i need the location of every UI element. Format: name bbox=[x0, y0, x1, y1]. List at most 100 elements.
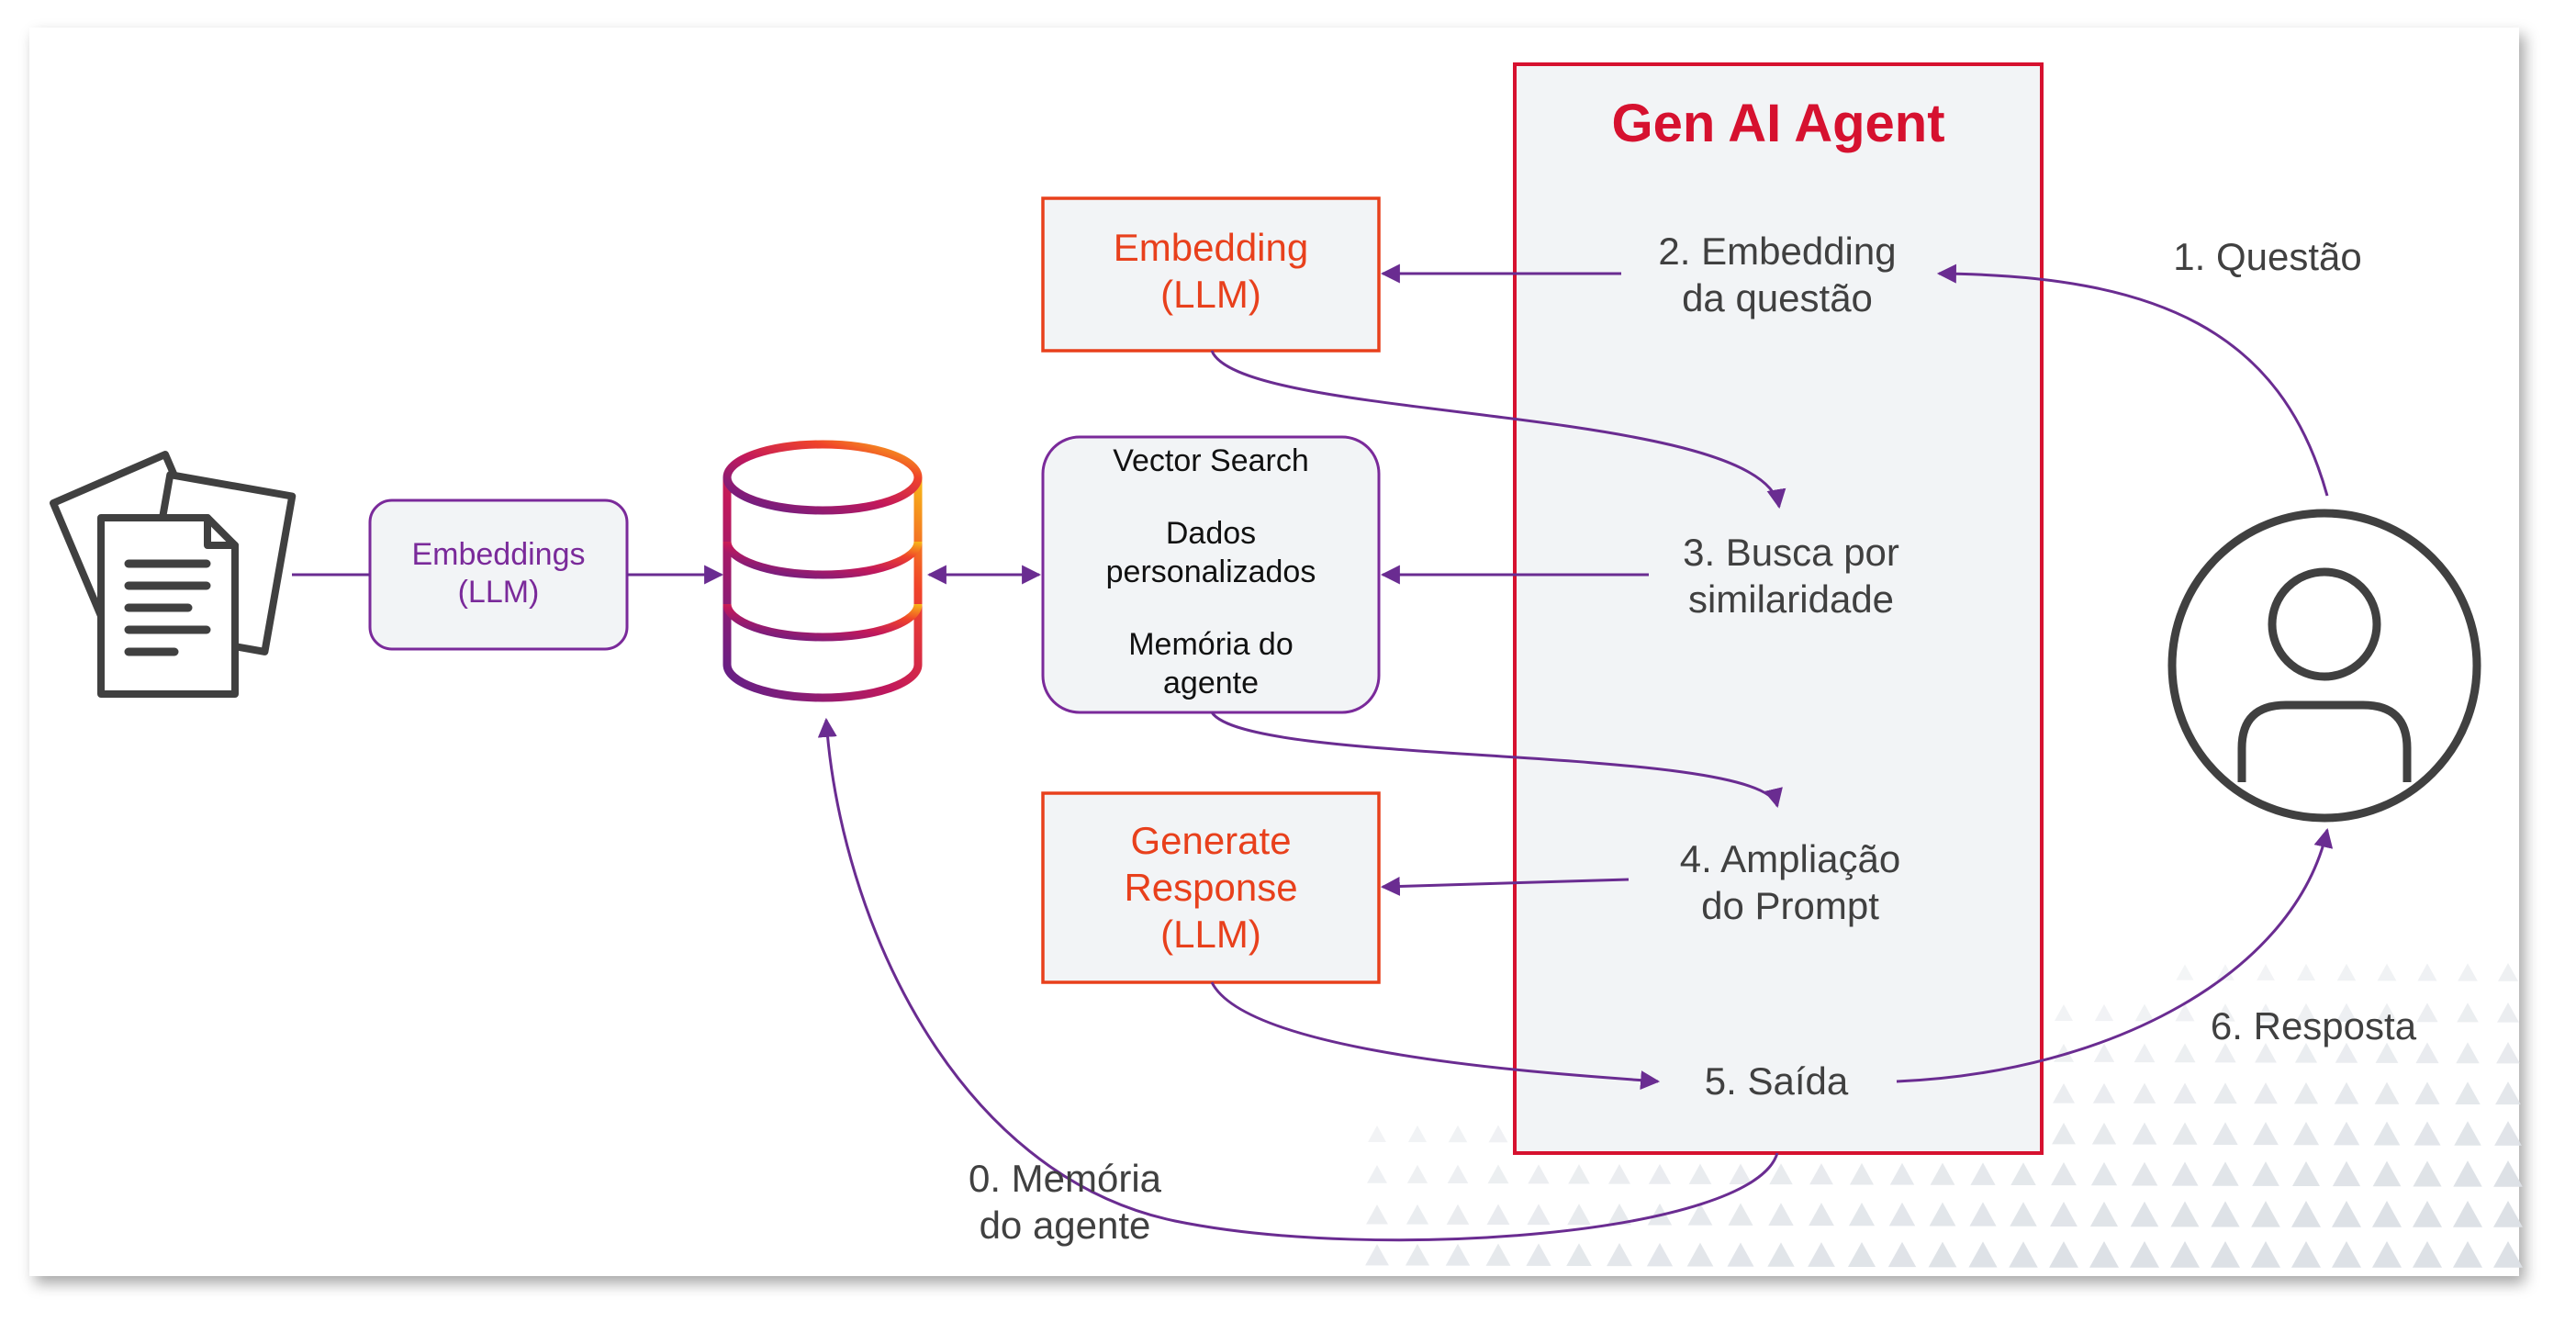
pattern-triangle bbox=[2174, 1043, 2196, 1063]
pattern-triangle bbox=[2010, 1202, 2037, 1227]
step-4-line1: 4. Ampliação bbox=[1679, 837, 1901, 880]
pattern-triangle bbox=[1687, 1203, 1713, 1226]
pattern-triangle bbox=[2498, 963, 2518, 981]
pattern-triangle bbox=[2291, 1241, 2321, 1268]
pattern-triangle bbox=[1808, 1242, 1835, 1267]
pattern-triangle bbox=[2173, 1082, 2197, 1104]
pattern-triangle bbox=[1527, 1204, 1551, 1226]
pattern-triangle bbox=[2134, 1003, 2155, 1022]
pattern-triangle bbox=[1486, 1204, 1510, 1225]
step-1-label: 1. Questão bbox=[2173, 235, 2362, 278]
pattern-triangle bbox=[2291, 1201, 2321, 1227]
step-2-line2: da questão bbox=[1682, 276, 1873, 320]
pattern-triangle bbox=[2054, 1003, 2074, 1022]
embeddings-line1: Embeddings bbox=[411, 537, 586, 572]
vector-line3a: Memória do bbox=[1128, 627, 1294, 663]
pattern-triangle bbox=[1528, 1164, 1550, 1184]
pattern-triangle bbox=[1367, 1165, 1387, 1183]
pattern-triangle bbox=[2211, 1241, 2240, 1268]
generate-response-box bbox=[1041, 791, 1381, 984]
pattern-triangle bbox=[2131, 1161, 2158, 1186]
embedding-line1: Embedding bbox=[1113, 226, 1309, 269]
pattern-triangle bbox=[2415, 1042, 2439, 1064]
pattern-triangle bbox=[2171, 1161, 2199, 1186]
pattern-triangle bbox=[1646, 1242, 1674, 1267]
pattern-triangle bbox=[2089, 1201, 2119, 1227]
pattern-triangle bbox=[2293, 1081, 2319, 1104]
arrow-memory bbox=[817, 717, 1779, 1242]
step-3-line1: 3. Busca por bbox=[1683, 531, 1899, 574]
arrows bbox=[292, 263, 2334, 1242]
pattern-triangle bbox=[2050, 1202, 2078, 1227]
pattern-triangle bbox=[2332, 1160, 2361, 1187]
pattern-triangle bbox=[2414, 1121, 2441, 1146]
vector-line3b: agente bbox=[1163, 665, 1259, 700]
pattern-triangle bbox=[2416, 1003, 2438, 1023]
pattern-triangle bbox=[1929, 1202, 1956, 1227]
pattern-triangle bbox=[2295, 1003, 2317, 1022]
pattern-triangle bbox=[1889, 1162, 1915, 1185]
pattern-triangle bbox=[2176, 964, 2194, 980]
documents-icon bbox=[50, 451, 297, 698]
pattern-triangle bbox=[1968, 1241, 1998, 1268]
pattern-triangle bbox=[1970, 1162, 1996, 1185]
pattern-triangle bbox=[2090, 1161, 2118, 1186]
pattern-triangle bbox=[2214, 1043, 2236, 1063]
pattern-triangle bbox=[2213, 1082, 2237, 1104]
pattern-triangle bbox=[1405, 1243, 1430, 1266]
pattern-triangle bbox=[2134, 1043, 2156, 1063]
pattern-triangle bbox=[2292, 1121, 2320, 1146]
pattern-triangle bbox=[2375, 1042, 2399, 1063]
pattern-triangle bbox=[1607, 1243, 1632, 1267]
generate-response-box-label: Generate Response (LLM) bbox=[1043, 817, 1379, 958]
arrow-embedding-to-step3 bbox=[1210, 350, 1786, 510]
pattern-triangle bbox=[2291, 1160, 2321, 1187]
agent-title: Gen AI Agent bbox=[1611, 94, 1945, 153]
step-4-line2: do Prompt bbox=[1701, 884, 1879, 928]
vector-search-label: Vector Search Dados personalizados Memór… bbox=[1043, 442, 1379, 702]
embedding-line2: (LLM) bbox=[1160, 273, 1261, 317]
pattern-triangle bbox=[2496, 1042, 2520, 1064]
embeddings-box-label: Embeddings (LLM) bbox=[370, 536, 627, 612]
pattern-triangle bbox=[2212, 1161, 2239, 1186]
pattern-triangle bbox=[2374, 1081, 2400, 1104]
pattern-triangle bbox=[2493, 1241, 2523, 1268]
pattern-triangle bbox=[2332, 1201, 2361, 1227]
pattern-triangle bbox=[2212, 1122, 2238, 1145]
pattern-triangle bbox=[1488, 1125, 1508, 1143]
pattern-triangle bbox=[2130, 1201, 2159, 1227]
pattern-triangle bbox=[2255, 1043, 2277, 1063]
embeddings-line2: (LLM) bbox=[457, 575, 540, 610]
generate-line2: Response bbox=[1124, 866, 1298, 910]
agent-panel bbox=[1513, 62, 2044, 1155]
pattern-triangle bbox=[1526, 1243, 1551, 1266]
vector-search-title: Vector Search bbox=[1113, 443, 1309, 478]
pattern-triangle bbox=[1607, 1163, 1631, 1184]
pattern-triangle bbox=[1368, 1126, 1386, 1142]
pattern-triangle bbox=[1447, 1164, 1469, 1184]
pattern-triangle bbox=[2458, 963, 2478, 981]
pattern-triangle bbox=[1729, 1163, 1753, 1185]
pattern-triangle bbox=[1767, 1242, 1795, 1267]
pattern-triangle bbox=[2494, 1121, 2522, 1146]
pattern-triangle bbox=[1728, 1203, 1753, 1226]
pattern-triangle bbox=[2251, 1241, 2280, 1268]
pattern-triangle bbox=[1727, 1242, 1754, 1267]
pattern-triangle bbox=[2493, 1160, 2523, 1187]
pattern-triangle bbox=[1930, 1162, 1955, 1185]
pattern-triangle bbox=[2296, 963, 2316, 981]
pattern-triangle bbox=[1809, 1163, 1833, 1185]
pattern-triangle bbox=[2454, 1121, 2481, 1146]
pattern-triangle bbox=[2334, 1081, 2359, 1104]
pattern-triangle bbox=[2049, 1241, 2078, 1268]
pattern-triangle bbox=[1888, 1202, 1916, 1227]
pattern-triangle bbox=[2053, 1083, 2075, 1103]
pattern-triangle bbox=[2373, 1121, 2401, 1146]
pattern-triangle bbox=[2009, 1241, 2038, 1268]
pattern-triangle bbox=[1847, 1241, 1876, 1268]
pattern-triangle bbox=[1365, 1244, 1389, 1266]
step-3-line2: similaridade bbox=[1687, 577, 1895, 622]
arrow-generate-to-output bbox=[1210, 981, 1661, 1091]
pattern-triangle bbox=[1648, 1163, 1672, 1184]
